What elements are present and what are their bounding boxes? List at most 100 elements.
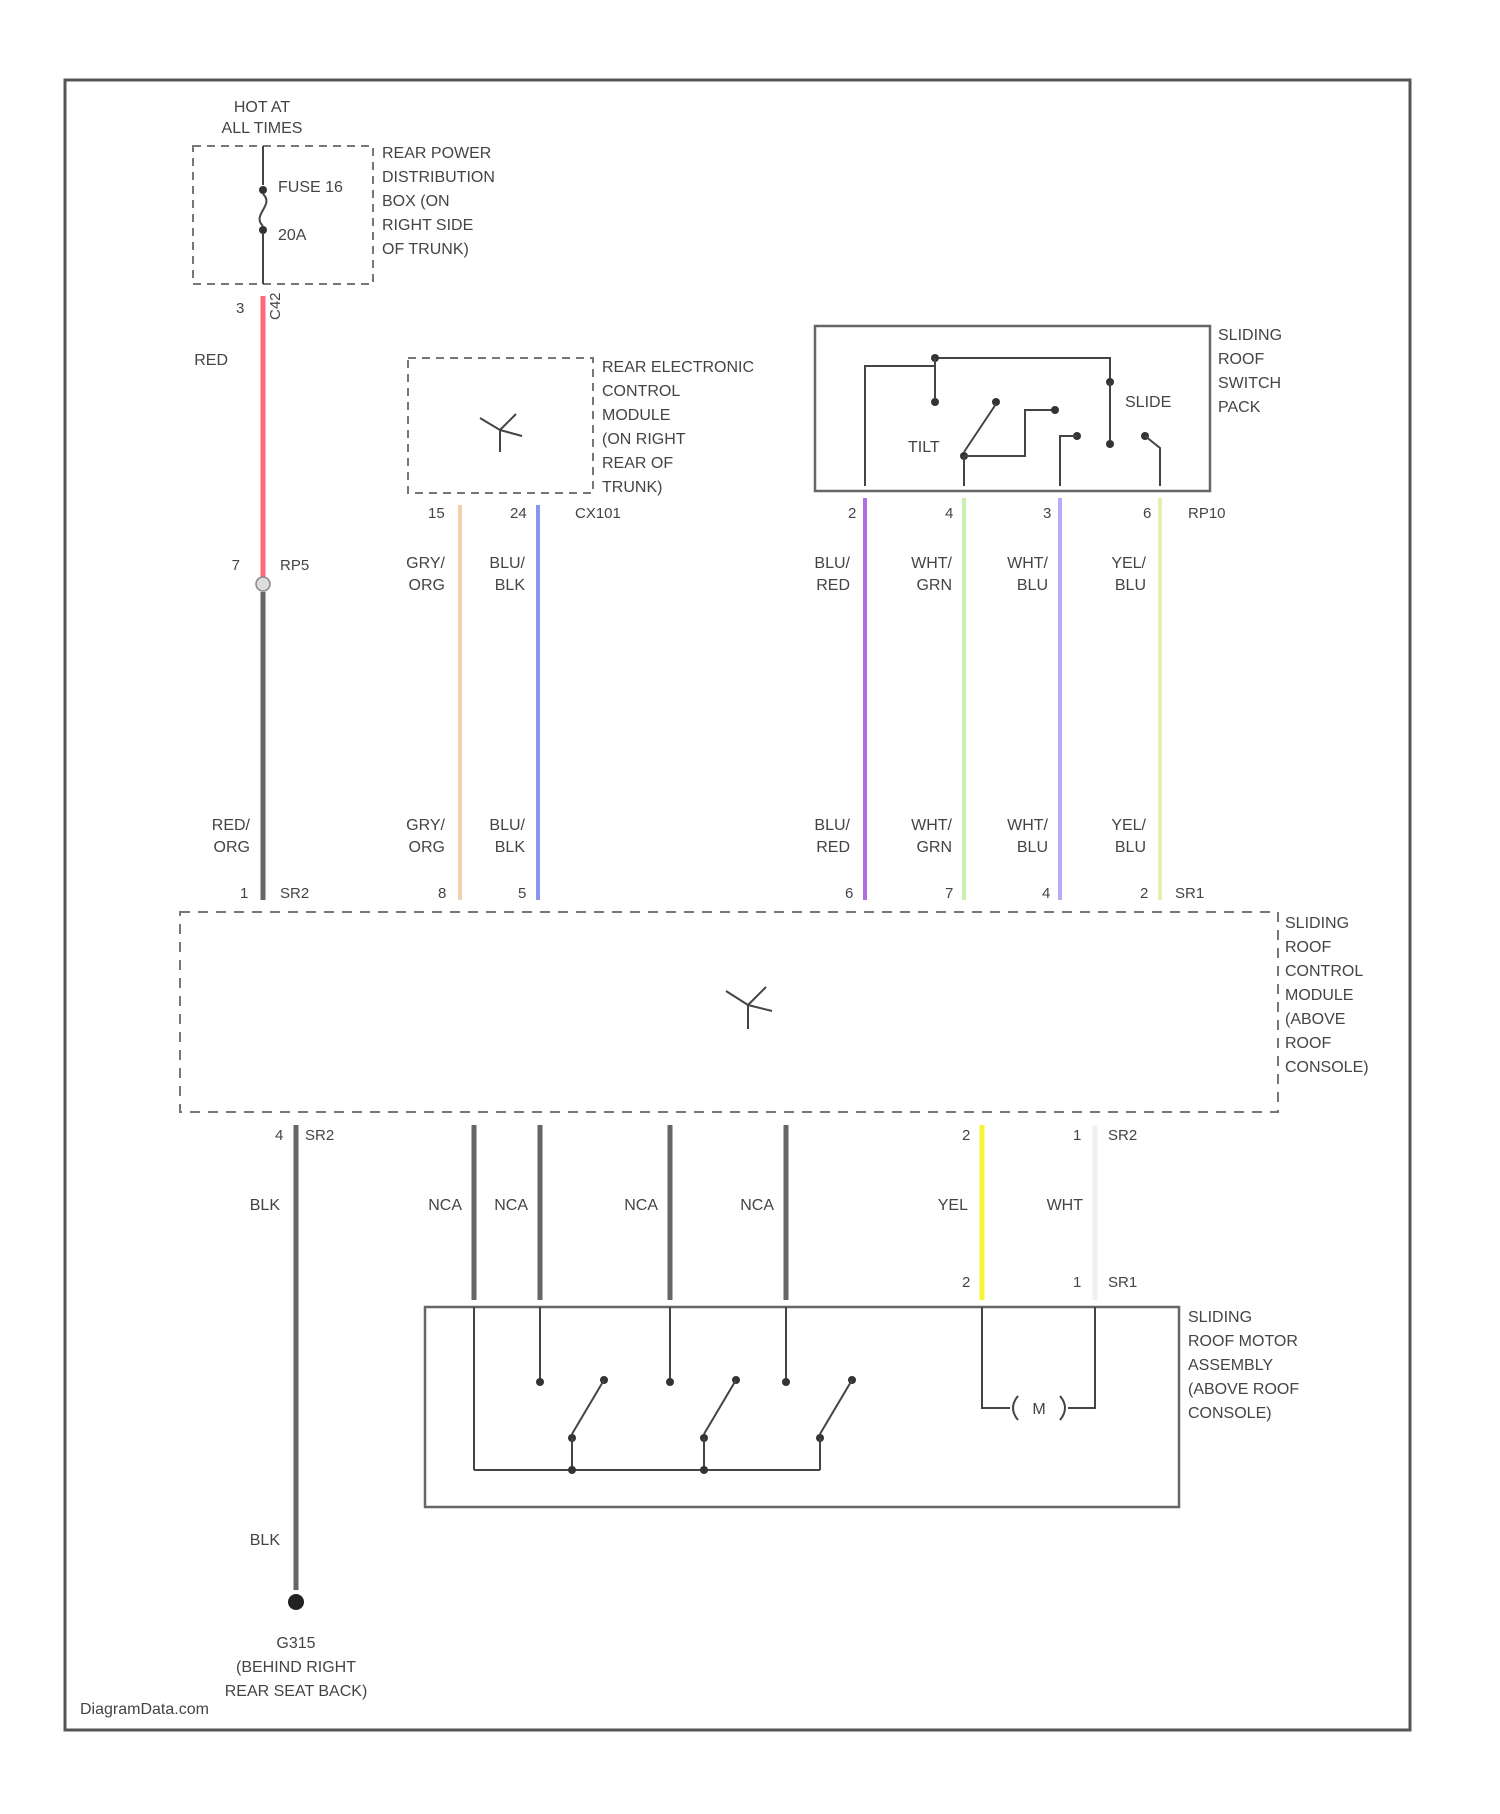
control-module-desc-5: (ABOVE <box>1285 1011 1345 1028</box>
blu-blk-upper-2: BLK <box>495 577 526 594</box>
control-module-desc-6: ROOF <box>1285 1035 1331 1052</box>
switch-connector: RP10 <box>1188 505 1226 522</box>
wire-yel-label: YEL <box>938 1197 968 1214</box>
ground-wire-label: BLK <box>250 1532 281 1549</box>
watermark: DiagramData.com <box>80 1701 209 1718</box>
rem-wires: GRY/ ORG BLU/ BLK GRY/ ORG BLU/ BLK <box>406 505 538 900</box>
nca-label-3: NCA <box>624 1197 658 1214</box>
cm-top-pin-6: 4 <box>1042 885 1050 902</box>
rem-desc-6: TRUNK) <box>602 479 662 496</box>
control-module-desc-7: CONSOLE) <box>1285 1059 1369 1076</box>
inline-connector-rp5 <box>256 577 270 591</box>
rem-pin-b: 24 <box>510 505 527 522</box>
hot-label-2: ALL TIMES <box>222 120 303 137</box>
cm-top-pin-5: 7 <box>945 885 953 902</box>
switch-pack-desc-3: SWITCH <box>1218 375 1281 392</box>
rear-electronic-control-module: REAR ELECTRONIC CONTROL MODULE (ON RIGHT… <box>408 358 754 522</box>
rear-power-distribution-box: HOT AT ALL TIMES FUSE 16 20A REAR POWER … <box>193 99 495 320</box>
motor-desc-5: CONSOLE) <box>1188 1405 1272 1422</box>
switch-pack-wires: BLU/ RED WHT/ GRN WHT/ BLU YEL/ BLU BLU/… <box>814 498 1160 900</box>
blu-blk-upper-1: BLU/ <box>489 555 525 572</box>
blu-red-upper-1: BLU/ <box>814 555 850 572</box>
yel-blu-upper-2: BLU <box>1115 577 1146 594</box>
wht-blu-upper-1: WHT/ <box>1007 555 1048 572</box>
wht-grn-upper-2: GRN <box>916 577 952 594</box>
fuse-icon <box>260 194 267 226</box>
fuse-terminal-bottom <box>259 226 267 234</box>
fuse-desc-1: REAR POWER <box>382 145 491 162</box>
cm-top-pin-3: 5 <box>518 885 526 902</box>
hot-label-1: HOT AT <box>234 99 291 116</box>
fuse-terminal-top <box>259 186 267 194</box>
wht-blu-lower-2: BLU <box>1017 839 1048 856</box>
motor-desc-2: ROOF MOTOR <box>1188 1333 1298 1350</box>
fuse-pin: 3 <box>236 300 244 317</box>
fuse-amperage: 20A <box>278 227 307 244</box>
cm-top-conn-left: SR2 <box>280 885 309 902</box>
wht-blu-lower-1: WHT/ <box>1007 817 1048 834</box>
yel-blu-lower-2: BLU <box>1115 839 1146 856</box>
cm-top-pin-2: 8 <box>438 885 446 902</box>
cm-top-pin-7: 2 <box>1140 885 1148 902</box>
cm-bottom-pin-3: 1 <box>1073 1127 1081 1144</box>
limit-switch-3 <box>820 1380 852 1434</box>
control-module-desc-2: ROOF <box>1285 939 1331 956</box>
blu-red-lower-2: RED <box>816 839 850 856</box>
switch-pin-4: 6 <box>1143 505 1151 522</box>
cm-bottom-pin-2: 2 <box>962 1127 970 1144</box>
yel-blu-lower-1: YEL/ <box>1111 817 1146 834</box>
blu-red-upper-2: RED <box>816 577 850 594</box>
wire-red-org-label-1: RED/ <box>212 817 251 834</box>
wht-blu-upper-2: BLU <box>1017 577 1048 594</box>
motor-desc-1: SLIDING <box>1188 1309 1252 1326</box>
wht-grn-upper-1: WHT/ <box>911 555 952 572</box>
ground-desc-1: (BEHIND RIGHT <box>236 1659 356 1676</box>
fuse-connector: C42 <box>267 292 284 320</box>
rem-desc-4: (ON RIGHT <box>602 431 686 448</box>
control-module-desc-3: CONTROL <box>1285 963 1363 980</box>
rem-desc-1: REAR ELECTRONIC <box>602 359 754 376</box>
ground-id: G315 <box>276 1635 315 1652</box>
switch-pack-desc-2: ROOF <box>1218 351 1264 368</box>
tilt-switch-arm <box>964 404 996 452</box>
motor-pin-1: 2 <box>962 1274 970 1291</box>
limit-switch-1 <box>572 1380 604 1434</box>
diagram-frame <box>65 80 1410 1730</box>
nca-label-1: NCA <box>428 1197 462 1214</box>
rem-desc-5: REAR OF <box>602 455 673 472</box>
wire-red-label: RED <box>194 352 228 369</box>
sliding-roof-motor-assembly: M SLIDING ROOF MOTOR ASSEMBLY (ABOVE ROO… <box>425 1307 1299 1507</box>
splice-pin: 7 <box>232 557 240 574</box>
motor-desc-4: (ABOVE ROOF <box>1188 1381 1299 1398</box>
fuse-desc-4: RIGHT SIDE <box>382 217 473 234</box>
splice-connector: RP5 <box>280 557 309 574</box>
gry-org-lower-1: GRY/ <box>406 817 445 834</box>
sliding-roof-control-module: SLIDING ROOF CONTROL MODULE (ABOVE ROOF … <box>180 885 1369 1144</box>
control-module-outline <box>180 912 1278 1112</box>
fuse-desc-5: OF TRUNK) <box>382 241 469 258</box>
ground-desc-2: REAR SEAT BACK) <box>225 1683 368 1700</box>
switch-pin-3: 3 <box>1043 505 1051 522</box>
nca-label-2: NCA <box>494 1197 528 1214</box>
control-module-desc-1: SLIDING <box>1285 915 1349 932</box>
switch-pack-desc-4: PACK <box>1218 399 1261 416</box>
rem-outline <box>408 358 593 493</box>
wire-wht-label: WHT <box>1047 1197 1084 1214</box>
motor-icon: M <box>1032 1401 1045 1418</box>
wht-grn-lower-2: GRN <box>916 839 952 856</box>
fuse-box-outline <box>193 146 373 284</box>
wht-grn-lower-1: WHT/ <box>911 817 952 834</box>
gry-org-upper-2: ORG <box>409 577 445 594</box>
nca-label-4: NCA <box>740 1197 774 1214</box>
motor-connector: SR1 <box>1108 1274 1137 1291</box>
wire-red-org-label-2: ORG <box>214 839 250 856</box>
rem-connector: CX101 <box>575 505 621 522</box>
limit-switch-2 <box>704 1380 736 1434</box>
module-icon <box>480 414 522 452</box>
gry-org-lower-2: ORG <box>409 839 445 856</box>
rem-pin-a: 15 <box>428 505 445 522</box>
fuse-desc-3: BOX (ON <box>382 193 450 210</box>
switch-pin-2: 4 <box>945 505 953 522</box>
switch-pin-1: 2 <box>848 505 856 522</box>
wire-blk-label: BLK <box>250 1197 281 1214</box>
